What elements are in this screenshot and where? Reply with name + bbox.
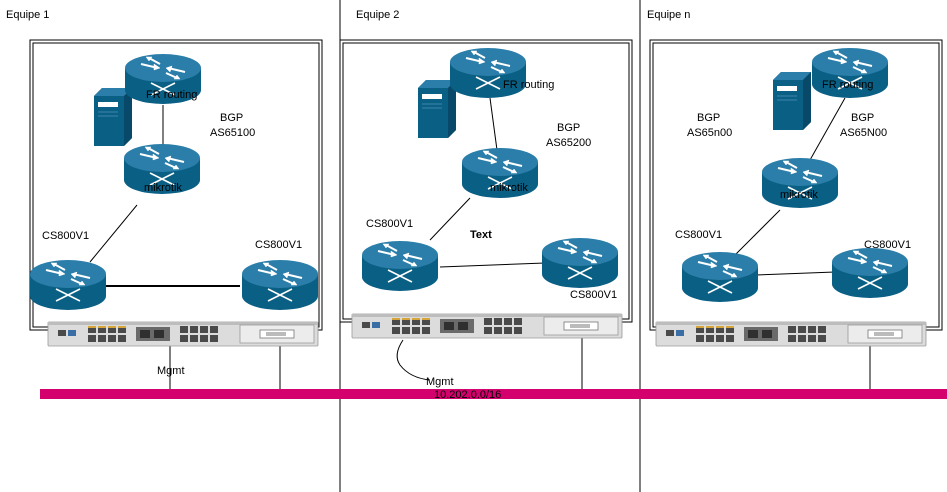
team2-mgmt-label: Mgmt bbox=[426, 376, 454, 388]
management-bus bbox=[40, 389, 947, 399]
team3-links bbox=[719, 97, 871, 389]
team3-as-alt-label: AS65n00 bbox=[687, 127, 733, 139]
team3-server-icon bbox=[772, 71, 812, 131]
team2-server-icon bbox=[417, 79, 457, 139]
team2-links bbox=[396, 97, 583, 389]
team2-as-label: AS65200 bbox=[546, 137, 592, 149]
team2-bgp-label: BGP bbox=[557, 122, 581, 134]
text-annotation: Text bbox=[470, 229, 492, 241]
team3-bgp-label: BGP bbox=[851, 112, 875, 124]
team1-title: Equipe 1 bbox=[6, 9, 50, 21]
team1-mikrotik-label: mikrotik bbox=[144, 182, 182, 194]
team1-cs800-left-label: CS800V1 bbox=[42, 230, 90, 242]
team3-title: Equipe n bbox=[647, 9, 691, 21]
team1-links bbox=[89, 105, 281, 389]
team3-cs800-left-router-icon bbox=[681, 251, 759, 303]
team1-frrouting-label: FR routing bbox=[146, 89, 198, 101]
team3-frrouting-label: FR routing bbox=[822, 79, 874, 91]
team2-chassis-icon bbox=[351, 313, 623, 339]
team2-cs800-right-label: CS800V1 bbox=[570, 289, 618, 301]
team1-mgmt-label: Mgmt bbox=[157, 365, 185, 377]
team3-as-label: AS65N00 bbox=[840, 127, 888, 139]
team2-mikrotik-label: mikrotik bbox=[490, 182, 528, 194]
team1-as-label: AS65100 bbox=[210, 127, 256, 139]
team1-chassis-icon bbox=[47, 321, 319, 347]
team3-bgp-alt-label: BGP bbox=[697, 112, 721, 124]
team3-cs800-right-router-icon bbox=[831, 247, 909, 299]
team1-server-icon bbox=[93, 87, 133, 147]
team1-cs800-right-label: CS800V1 bbox=[255, 239, 303, 251]
team1-cs800-left-router-icon bbox=[29, 259, 107, 311]
team1-cs800-right-router-icon bbox=[241, 259, 319, 311]
team2-title: Equipe 2 bbox=[356, 9, 400, 21]
team1-bgp-label: BGP bbox=[220, 112, 244, 124]
team3-cs800-left-label: CS800V1 bbox=[675, 229, 723, 241]
team3-cs800-right-label: CS800V1 bbox=[864, 239, 912, 251]
network-label: 10.202.0.0/16 bbox=[434, 389, 502, 401]
team2-cs800-right-router-icon bbox=[541, 237, 619, 289]
team3-chassis-icon bbox=[655, 321, 927, 347]
team2-cs800-left-router-icon bbox=[361, 240, 439, 292]
team2-frrouting-label: FR routing bbox=[503, 79, 555, 91]
team2-cs800-left-label: CS800V1 bbox=[366, 218, 414, 230]
team3-mikrotik-label: mikrotik bbox=[780, 189, 818, 201]
